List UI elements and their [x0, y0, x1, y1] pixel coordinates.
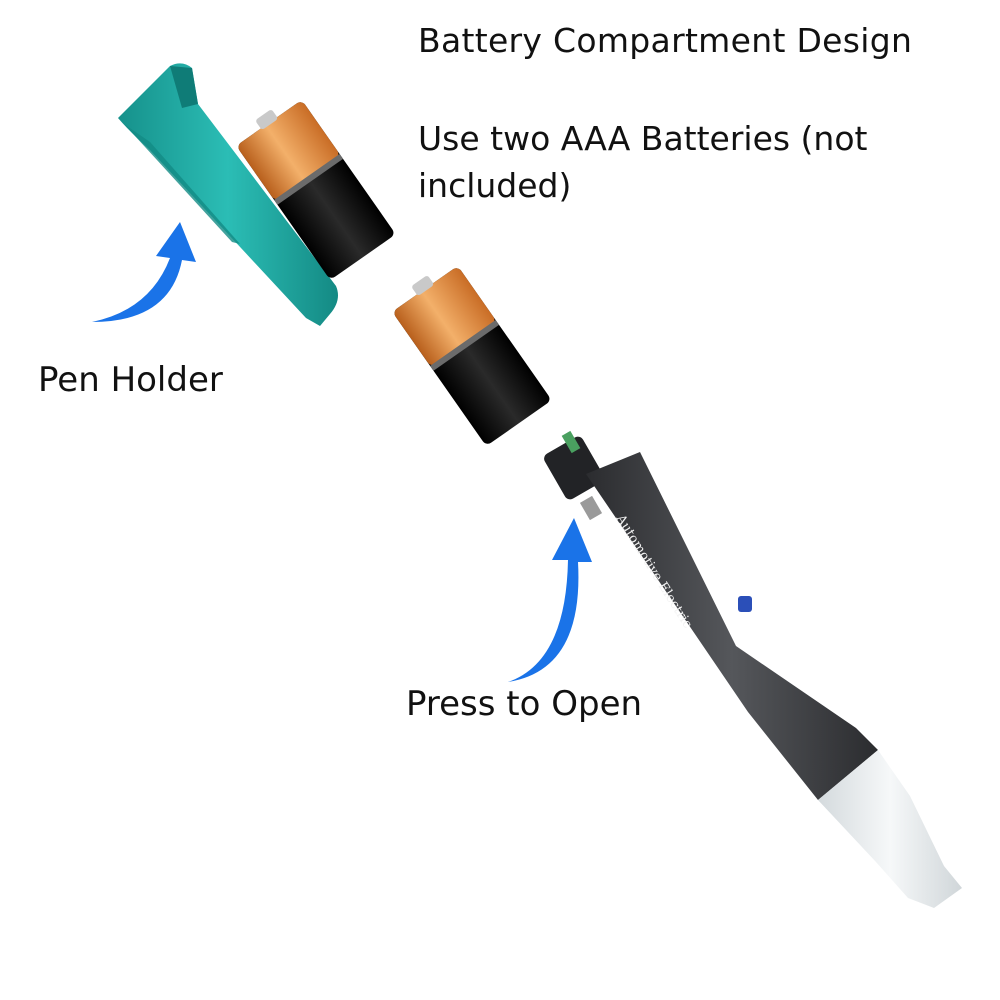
- battery-1: [238, 102, 394, 278]
- battery-note: Use two AAA Batteries (not included): [418, 119, 868, 205]
- pen-tip: [818, 750, 962, 908]
- page-title: Battery Compartment Design: [418, 21, 913, 60]
- pen-holder-clip: [118, 63, 338, 327]
- curved-arrow-icon: [92, 222, 196, 322]
- battery-contact-terminal: [544, 430, 604, 521]
- battery-2: [394, 268, 550, 444]
- curved-arrow-icon: [508, 518, 592, 682]
- press-to-open-label: Press to Open: [406, 684, 643, 724]
- voltage-tester-pen: Automotive Electric: [544, 430, 962, 908]
- pen-button: [738, 596, 752, 612]
- pen-holder-label: Pen Holder: [38, 360, 223, 400]
